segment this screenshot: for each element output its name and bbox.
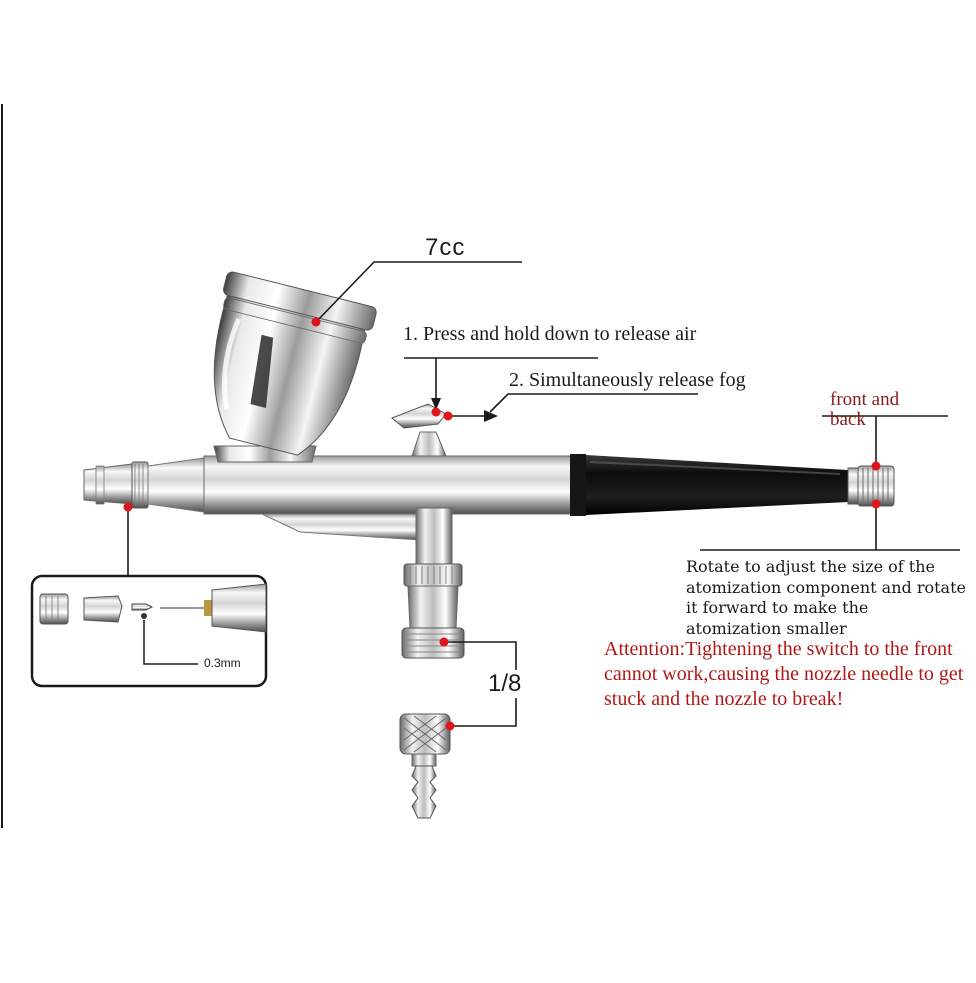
marker-cup [311, 317, 321, 327]
marker-trigger-back [443, 411, 453, 421]
marker-knob-top [871, 461, 881, 471]
marker-hose-fitting [445, 721, 455, 731]
marker-nozzle-ring [123, 502, 133, 512]
attention-warning: Attention:Tightening the switch to the f… [604, 638, 964, 710]
air-valve-body [415, 507, 453, 565]
air-inlet-thread [401, 627, 465, 659]
marker-trigger-top [431, 407, 441, 417]
handle-grip [586, 455, 848, 515]
airbrush [83, 271, 895, 659]
air-valve-nut [403, 563, 463, 587]
front-back-label: front and back [830, 389, 900, 430]
cup-capacity-label: 7cc [425, 234, 466, 261]
nozzle-cap [83, 463, 133, 505]
callout-markers [123, 317, 881, 731]
step1-label: 1. Press and hold down to release air [403, 323, 697, 345]
color-cup [213, 271, 377, 456]
arrow-step2 [484, 410, 498, 422]
leader-lines [127, 261, 960, 727]
thread-size-label: 1/8 [488, 670, 522, 697]
grip-collar [570, 454, 586, 516]
nozzle-parts-inset [30, 574, 268, 688]
nozzle-size-label: 0.3mm [204, 656, 241, 670]
nozzle-ring [131, 461, 149, 509]
barrel [203, 455, 575, 515]
step2-label: 2. Simultaneously release fog [509, 369, 746, 391]
rotate-note-label: Rotate to adjust the size of the atomiza… [686, 557, 966, 638]
arrow-step1 [431, 398, 441, 410]
marker-knob-bottom [871, 499, 881, 509]
leader-cup [315, 261, 522, 323]
marker-air-inlet [439, 637, 449, 647]
hose-fitting [399, 713, 451, 819]
